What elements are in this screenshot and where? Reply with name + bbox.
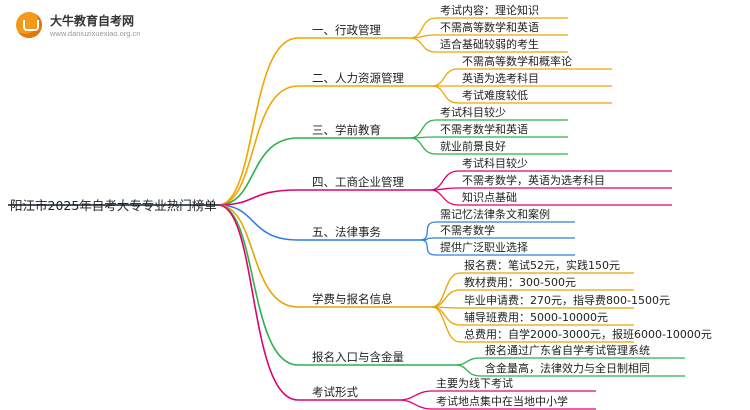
branch-label: 报名入口与含金量 — [312, 350, 404, 364]
branch-label: 三、学前教育 — [312, 123, 381, 137]
leaf-label: 总费用：自学2000-3000元，报班6000-10000元 — [464, 327, 712, 341]
leaf-label: 辅导班费用：5000-10000元 — [464, 310, 608, 324]
leaf-connector — [409, 137, 437, 155]
leaf-label: 不需考数学，英语为选考科目 — [462, 173, 605, 187]
brand-logo: 大牛教育自考网 www.daniuzixuexiao.org.cn — [12, 8, 162, 48]
leaf-label: 报名通过广东省自学考试管理系统 — [485, 343, 650, 357]
leaf-connector — [409, 119, 437, 139]
leaf-label: 考试科目较少 — [462, 156, 528, 170]
leaf-connector — [454, 364, 482, 377]
leaf-label: 教材费用：300-500元 — [464, 275, 576, 289]
leaf-label: 适合基础较弱的考生 — [440, 37, 539, 51]
leaf-label: 考试难度较低 — [462, 88, 528, 102]
branch-connector — [217, 204, 299, 366]
leaf-label: 不需考数学和英语 — [440, 122, 528, 136]
leaf-connector — [399, 399, 433, 410]
root-node-label: 阳江市2025年自考大专专业热门榜单 — [10, 198, 217, 213]
connector-lines — [8, 17, 685, 410]
branch-label: 一、行政管理 — [312, 23, 381, 37]
leaf-label: 不需高等数学和英语 — [440, 20, 539, 34]
leaf-label: 含金量高，法律效力与全日制相同 — [485, 361, 650, 375]
leaf-connector — [431, 85, 459, 104]
leaf-connector — [419, 239, 437, 256]
branch-label: 学费与报名信息 — [312, 292, 393, 306]
branch-label: 二、人力资源管理 — [312, 71, 404, 85]
leaf-connector — [419, 221, 437, 241]
leaf-label: 报名费：笔试52元，实践150元 — [464, 258, 620, 272]
leaf-label: 考试科目较少 — [440, 105, 506, 119]
branch-label: 考试形式 — [312, 385, 358, 399]
branch-connector — [217, 189, 299, 206]
branch-connector — [217, 85, 299, 206]
brand-url: www.daniuzixuexiao.org.cn — [50, 29, 141, 38]
node-labels: 阳江市2025年自考大专专业热门榜单 一、行政管理考试内容：理论知识不需高等数学… — [10, 3, 712, 408]
leaf-label: 考试地点集中在当地中小学 — [436, 394, 568, 408]
leaf-label: 需记忆法律条文和案例 — [440, 207, 550, 221]
branch-label: 四、工商企业管理 — [312, 175, 404, 189]
leaf-label: 主要为线下考试 — [436, 376, 513, 390]
branch-label: 五、法律事务 — [312, 225, 381, 239]
leaf-connector — [409, 37, 437, 53]
leaf-connector — [431, 68, 459, 87]
leaf-label: 知识点基础 — [462, 190, 517, 204]
branch-connector — [217, 37, 299, 206]
graduation-cap-icon — [16, 12, 42, 38]
branch-connector — [217, 204, 299, 241]
leaf-connector — [399, 390, 433, 401]
branch-connector — [217, 204, 299, 401]
leaf-connector — [429, 170, 459, 191]
leaf-connector — [431, 306, 461, 326]
leaf-label: 不需考数学 — [440, 223, 495, 237]
leaf-label: 考试内容：理论知识 — [440, 3, 539, 17]
leaf-label: 毕业申请费：270元，指导费800-1500元 — [464, 293, 670, 307]
leaf-label: 不需高等数学和概率论 — [462, 54, 572, 68]
brand-title: 大牛教育自考网 — [50, 14, 135, 28]
branch-connector — [217, 204, 299, 308]
leaf-connector — [431, 306, 461, 343]
leaf-label: 就业前景良好 — [440, 139, 506, 153]
leaf-connector — [454, 357, 482, 366]
leaf-label: 英语为选考科目 — [462, 71, 539, 85]
branch-connector — [217, 137, 299, 206]
leaf-label: 提供广泛职业选择 — [440, 240, 528, 254]
leaf-connector — [409, 34, 437, 39]
leaf-connector — [431, 289, 461, 308]
leaf-connector — [429, 189, 459, 206]
